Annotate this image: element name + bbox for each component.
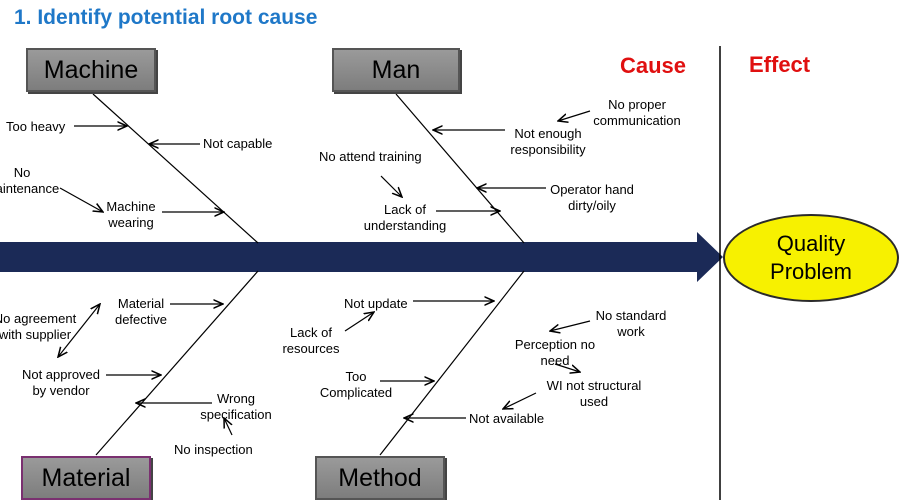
cause-no-attend-training: No attend training (319, 149, 422, 164)
effect-header: Effect (749, 52, 811, 77)
method-bone (379, 270, 525, 456)
main-spine-arrow (0, 232, 723, 282)
man-bone (395, 93, 525, 244)
machine-bone (92, 93, 259, 244)
method-cause-arrows (344, 301, 591, 418)
cause-no-inspection: No inspection (174, 442, 253, 457)
cause-header: Cause (620, 53, 687, 78)
man-cause-arrows (380, 110, 591, 211)
category-material: Material (21, 456, 151, 500)
cause-not-capable: Not capable (203, 136, 273, 151)
cause-not-available: Not available (469, 411, 545, 426)
category-man: Man (332, 48, 460, 92)
material-cause-arrows (58, 304, 233, 436)
category-machine: Machine (26, 48, 156, 92)
effect-line-2: Problem (770, 259, 852, 284)
cause-no-maintenance: Nomaintenance (0, 165, 60, 196)
effect-line-1: Quality (776, 231, 846, 256)
machine-cause-arrows (59, 126, 224, 212)
category-method: Method (315, 456, 445, 500)
material-bone (95, 270, 259, 456)
page-title: 1. Identify potential root cause (14, 6, 318, 29)
cause-too-heavy: Too heavy (6, 119, 66, 134)
cause-not-update: Not update (344, 296, 408, 311)
